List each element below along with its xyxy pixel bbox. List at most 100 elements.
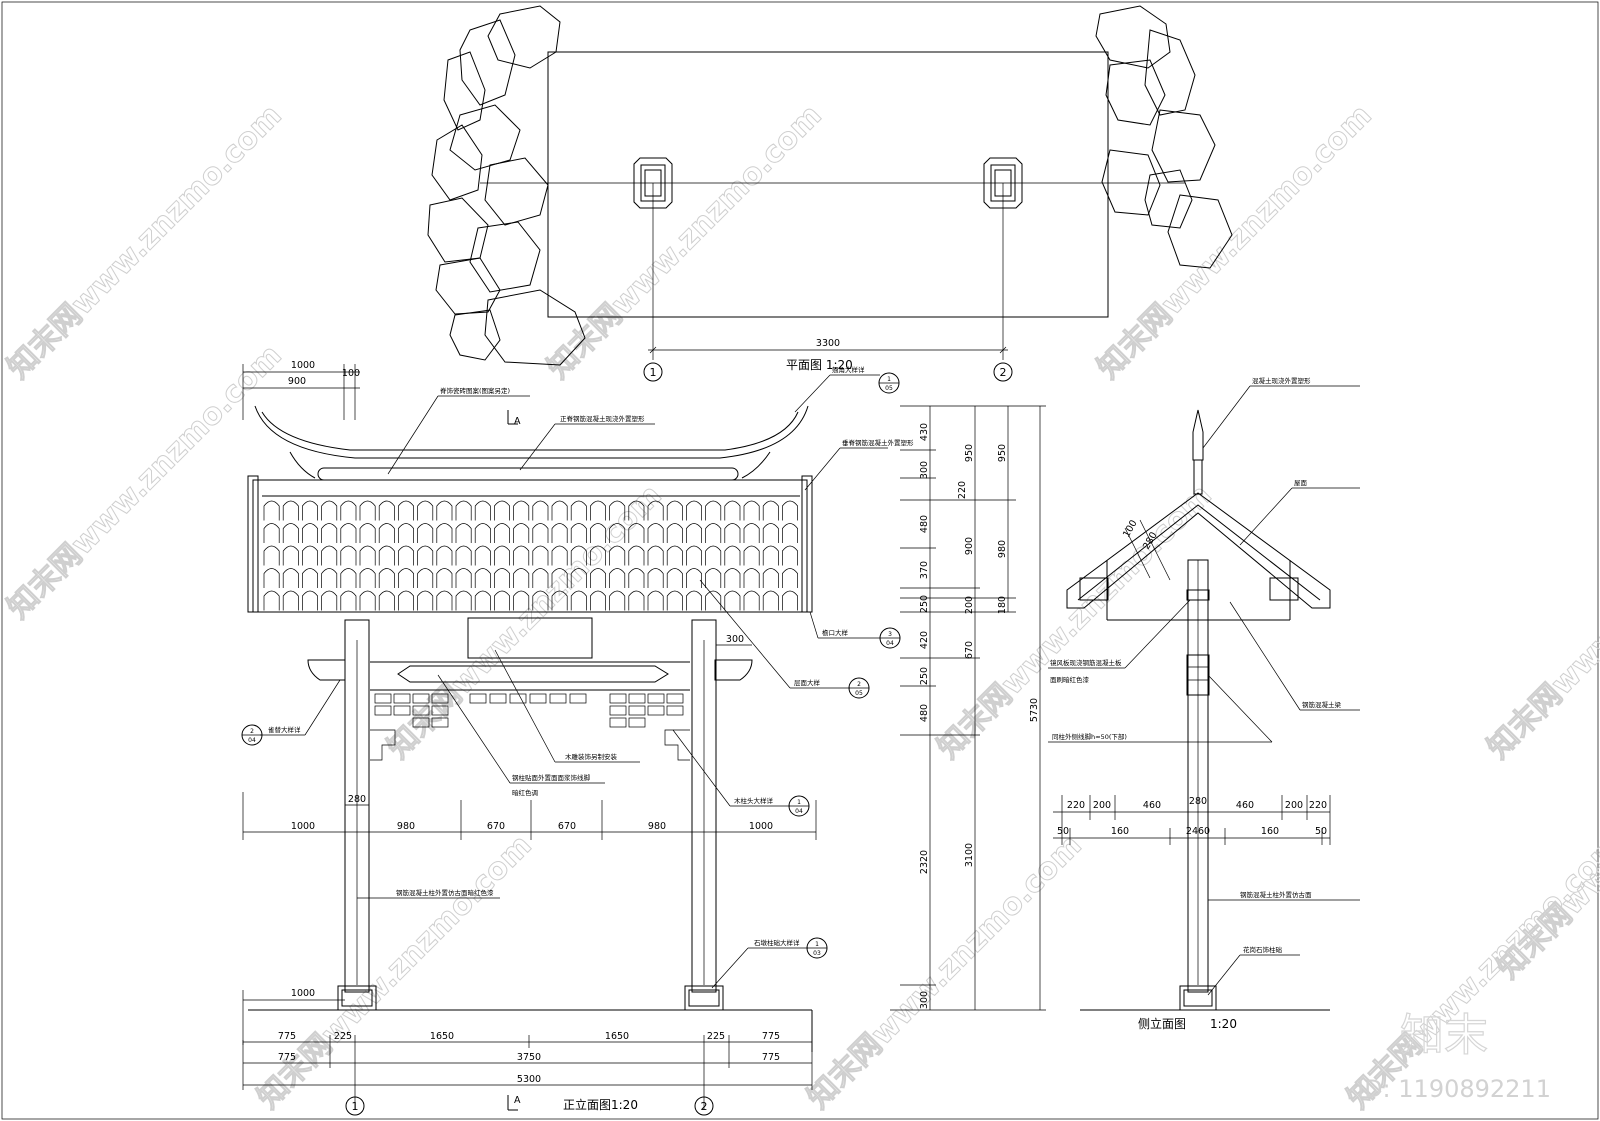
front-ridge-panel [317,467,739,481]
roof-tile [302,523,318,543]
lattice-pane [412,717,430,728]
lattice-pane [628,717,646,728]
roof-tile [743,590,760,611]
front-bottom-dim2-3: 775 [762,1052,780,1063]
front-dim-top-1000: 1000 [291,360,315,371]
lattice-pane [489,693,507,704]
roof-tile [705,568,722,588]
side-note-cast: 混凝土现浇外置塑形 [1252,376,1311,385]
plan-axis-label-2: 2 [1000,366,1007,379]
section-marker-bottom: A [514,1095,521,1106]
roof-tile [628,590,645,611]
lattice-pane [628,705,646,716]
svg-text:04: 04 [795,808,803,815]
height-dim-300b: 300 [919,991,930,1009]
height-dim-370: 370 [919,561,930,579]
front-beam-dim-6: 1000 [749,821,773,832]
roof-tile [590,568,606,588]
side-dim-r1-7: 220 [1309,800,1327,811]
roof-tile [705,523,722,543]
front-dim-base-1000: 1000 [291,988,315,999]
roof-tile [724,590,741,611]
front-bracket-left [307,659,346,681]
watermark-layer: 知末网www.znzmo.com 知末网www.znzmo.com 知末网www… [0,97,1600,1116]
lattice-pane [647,693,665,704]
roof-tile [378,523,395,543]
roof-tile [724,523,741,543]
roof-tile [782,545,798,566]
roof-tile [417,523,434,543]
roof-tile [609,500,626,521]
roof-tile [570,500,587,521]
front-beam-dim-2: 980 [397,821,415,832]
roof-tile [340,523,357,543]
roof-tile [570,590,587,611]
roof-tile [532,500,549,521]
roof-tile [686,568,702,588]
height-dim-3100: 3100 [964,843,975,867]
side-dim-r2-1: 50 [1057,826,1069,837]
roof-tile [782,590,798,611]
front-note-column-head: 木柱头大样详 [734,796,774,805]
roof-tile [494,500,510,521]
front-beam-dim-5: 980 [648,821,666,832]
roof-tile [590,500,606,521]
lattice-pane [412,693,430,704]
roof-tile [705,500,722,521]
front-note-hip-ridge: 垂脊钢筋混凝土外置塑形 [842,438,914,447]
lattice-pane [609,693,627,704]
front-bottom-dim-6: 775 [762,1031,780,1042]
height-dim-950a: 950 [964,444,975,462]
side-note-granite-base: 花岗石饰柱础 [1243,945,1283,954]
roof-tile [417,545,434,566]
roof-tile [762,500,779,521]
svg-text:1: 1 [815,941,819,948]
roof-tile [762,568,779,588]
roof-tile [628,523,645,543]
front-roof-tiles [263,500,798,611]
rock-cluster-right [1095,5,1233,269]
roof-tile [263,590,280,611]
roof-tile [609,545,626,566]
watermark-text: 知末网www.znzmo.com [931,478,1219,766]
height-dim-670: 670 [964,641,975,659]
watermark-text: 知末网www.znzmo.com [1341,828,1600,1116]
roof-tile [494,568,510,588]
roof-tile [282,590,299,611]
height-dim-180: 180 [997,596,1008,614]
roof-tile [340,500,357,521]
roof-tile [551,500,568,521]
front-note-eave: 檐口大样 [822,628,849,637]
plan-axis-label-1: 1 [650,366,657,379]
roof-tile [417,568,434,588]
side-dim-r1-3: 460 [1143,800,1161,811]
roof-tile [263,523,280,543]
lattice-pane [569,693,587,704]
height-dim-220: 220 [957,481,968,499]
lattice-pane [666,705,684,716]
roof-tile [762,545,779,566]
height-dim-250b: 250 [919,667,930,685]
front-title: 正立面图1:20 [563,1097,638,1112]
roof-tile [455,568,472,588]
roof-tile [378,568,395,588]
front-note-rc-column: 钢筋混凝土柱外置仿古面暗红色漆 [396,888,494,897]
svg-text:2: 2 [250,728,254,735]
height-dim-420: 420 [919,631,930,649]
side-note-red-paint: 面刷暗红色漆 [1050,675,1090,684]
side-note-barge-board: 镜风板现浇钢筋混凝土板 [1050,658,1122,667]
roof-tile [647,590,664,611]
roof-tile [282,523,299,543]
roof-tile [647,523,664,543]
roof-tile [321,568,338,588]
roof-tile [398,590,414,611]
height-dim-300: 300 [919,461,930,479]
rock-cluster-left [427,5,586,366]
front-note-bracket: 雀替大样详 [268,725,301,734]
front-note-main-ridge: 正脊钢筋混凝土现浇外置塑形 [560,414,645,423]
roof-tile [494,523,510,543]
roof-tile [647,500,664,521]
roof-tile [321,523,338,543]
svg-text:04: 04 [886,640,894,647]
front-dim-col-300: 300 [726,634,744,645]
